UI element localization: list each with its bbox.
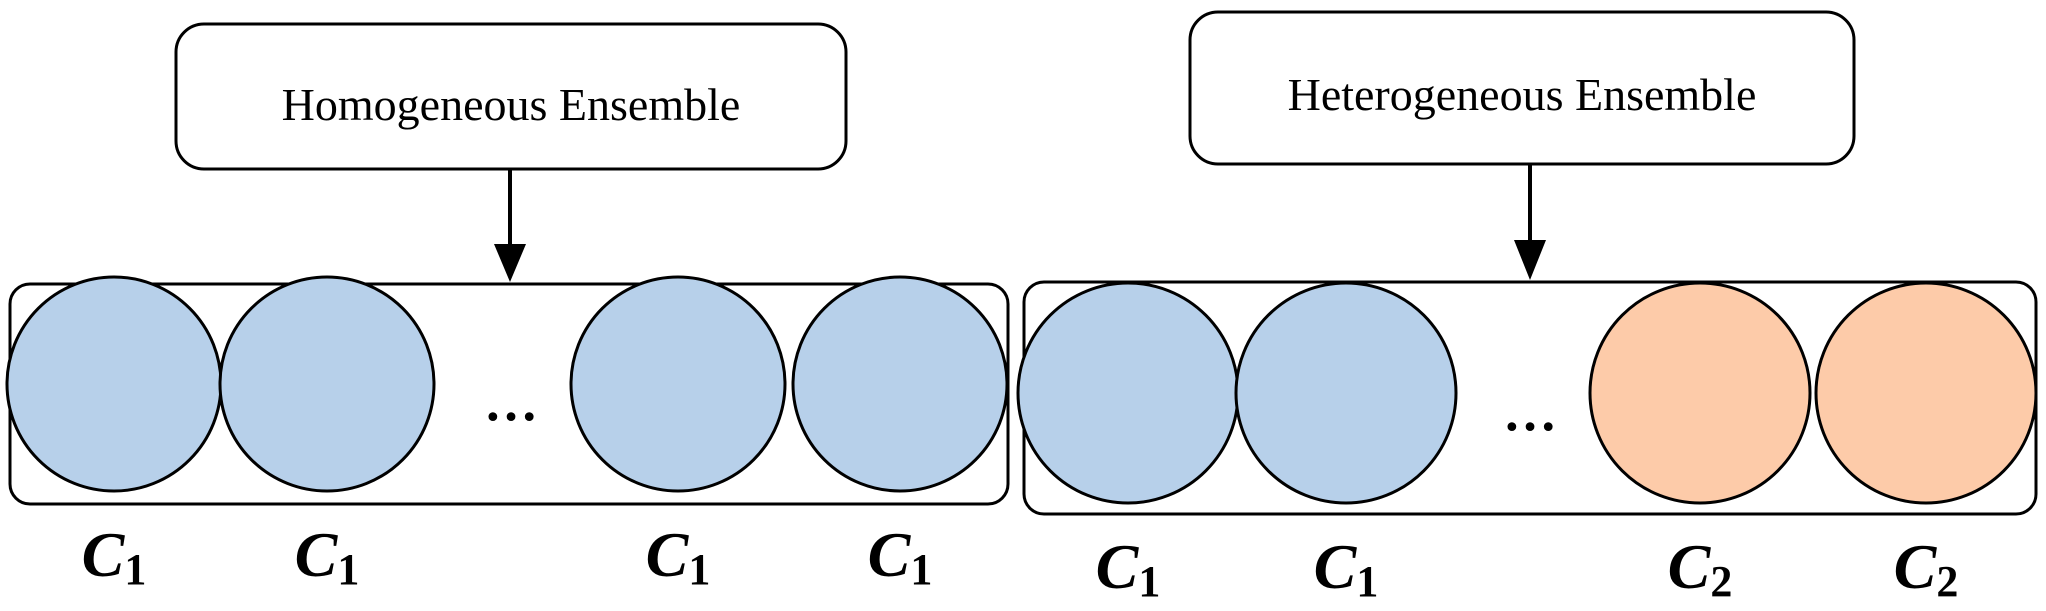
homogeneous-classifier-circle-4 (791, 275, 1009, 493)
heterogeneous-arrow-head (1514, 240, 1546, 280)
homogeneous-arrow-head (494, 244, 526, 282)
heterogeneous-title: Heterogeneous Ensemble (1288, 69, 1757, 120)
homogeneous-ensemble-group: Homogeneous Ensemble … C1 C1 C1 C1 (5, 22, 1010, 594)
homogeneous-classifier-label-3: C1 (646, 519, 711, 594)
heterogeneous-classifier-circle-2 (1234, 281, 1458, 505)
homogeneous-ellipsis: … (484, 372, 538, 432)
homogeneous-classifier-label-2: C1 (295, 519, 360, 594)
homogeneous-classifier-circle-2 (218, 275, 436, 493)
homogeneous-title-box (174, 22, 848, 171)
homogeneous-title: Homogeneous Ensemble (282, 79, 741, 130)
heterogeneous-classifier-label-3: C2 (1668, 531, 1733, 606)
homogeneous-classifier-circle-3 (569, 275, 787, 493)
heterogeneous-classifier-circle-4 (1814, 281, 2038, 505)
heterogeneous-classifier-label-2: C1 (1314, 531, 1379, 606)
heterogeneous-classifier-label-1: C1 (1096, 531, 1161, 606)
heterogeneous-classifier-label-4: C2 (1894, 531, 1959, 606)
homogeneous-classifier-label-4: C1 (868, 519, 933, 594)
heterogeneous-ellipsis: … (1503, 382, 1557, 442)
heterogeneous-classifier-circle-1 (1016, 281, 1240, 505)
heterogeneous-title-box (1188, 10, 1856, 166)
heterogeneous-classifier-circle-3 (1588, 281, 1812, 505)
homogeneous-classifier-label-1: C1 (82, 519, 147, 594)
heterogeneous-ensemble-group: Heterogeneous Ensemble … C1 C1 C2 C2 (1016, 10, 2038, 606)
homogeneous-classifier-circle-1 (5, 275, 223, 493)
